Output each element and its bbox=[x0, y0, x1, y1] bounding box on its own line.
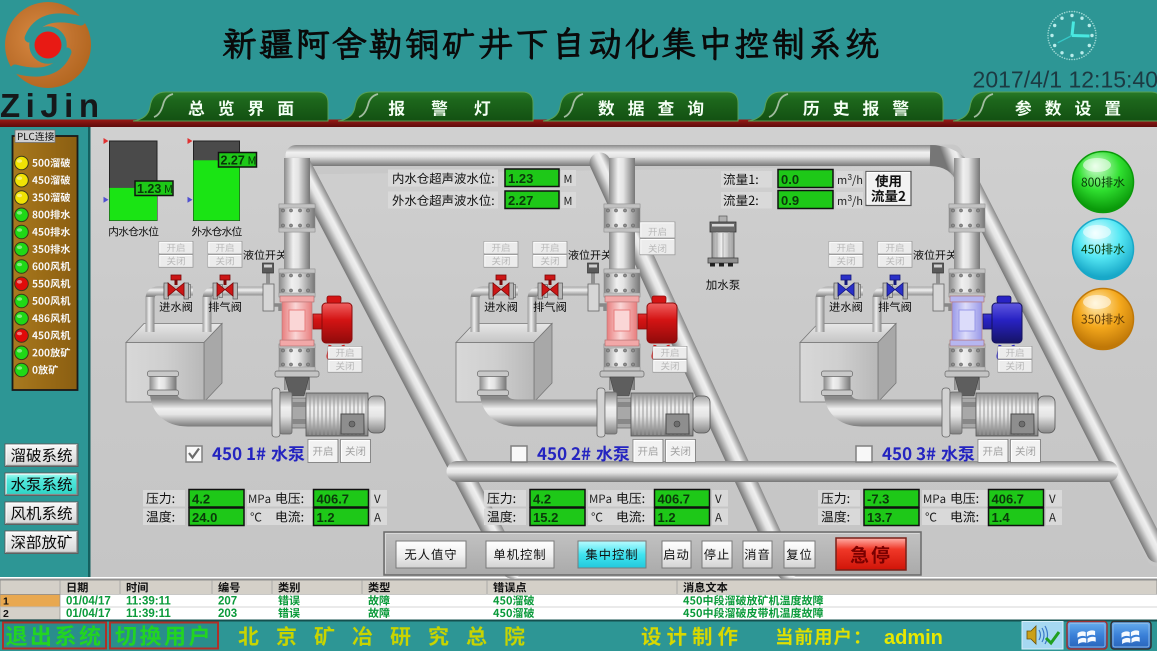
svg-text:24.0: 24.0 bbox=[192, 510, 217, 525]
svg-text:4.2: 4.2 bbox=[533, 492, 551, 507]
svg-text:0.0: 0.0 bbox=[781, 172, 799, 187]
svg-text:11:39:11: 11:39:11 bbox=[126, 608, 171, 620]
svg-text:2.27: 2.27 bbox=[221, 154, 245, 168]
svg-text:11:39:11: 11:39:11 bbox=[126, 596, 171, 608]
svg-text:406.7: 406.7 bbox=[317, 492, 350, 507]
svg-text:-7.3: -7.3 bbox=[867, 492, 889, 507]
svg-text:4.2: 4.2 bbox=[192, 492, 210, 507]
svg-text:2: 2 bbox=[3, 608, 9, 620]
svg-text:0.9: 0.9 bbox=[781, 193, 799, 208]
svg-text:2.27: 2.27 bbox=[508, 193, 533, 208]
svg-text:3: 3 bbox=[848, 194, 853, 203]
svg-text:1.2: 1.2 bbox=[658, 510, 676, 525]
svg-text:406.7: 406.7 bbox=[658, 492, 691, 507]
svg-text:1.23: 1.23 bbox=[508, 171, 533, 186]
svg-text:3: 3 bbox=[848, 173, 853, 182]
svg-text:13.7: 13.7 bbox=[867, 510, 892, 525]
svg-text:1.23: 1.23 bbox=[137, 182, 161, 196]
svg-text:01/04/17: 01/04/17 bbox=[66, 596, 111, 608]
svg-text:15.2: 15.2 bbox=[533, 510, 558, 525]
svg-text:1.4: 1.4 bbox=[992, 510, 1011, 525]
svg-text:ZiJin: ZiJin bbox=[0, 87, 105, 124]
svg-text:admin: admin bbox=[884, 627, 943, 649]
svg-text:01/04/17: 01/04/17 bbox=[66, 608, 111, 620]
svg-text:1: 1 bbox=[3, 596, 9, 608]
svg-text:203: 203 bbox=[218, 608, 237, 620]
svg-text:207: 207 bbox=[218, 596, 237, 608]
svg-text:406.7: 406.7 bbox=[992, 492, 1025, 507]
svg-text:1.2: 1.2 bbox=[317, 510, 335, 525]
svg-text:2017/4/1 12:15:40: 2017/4/1 12:15:40 bbox=[973, 67, 1157, 93]
